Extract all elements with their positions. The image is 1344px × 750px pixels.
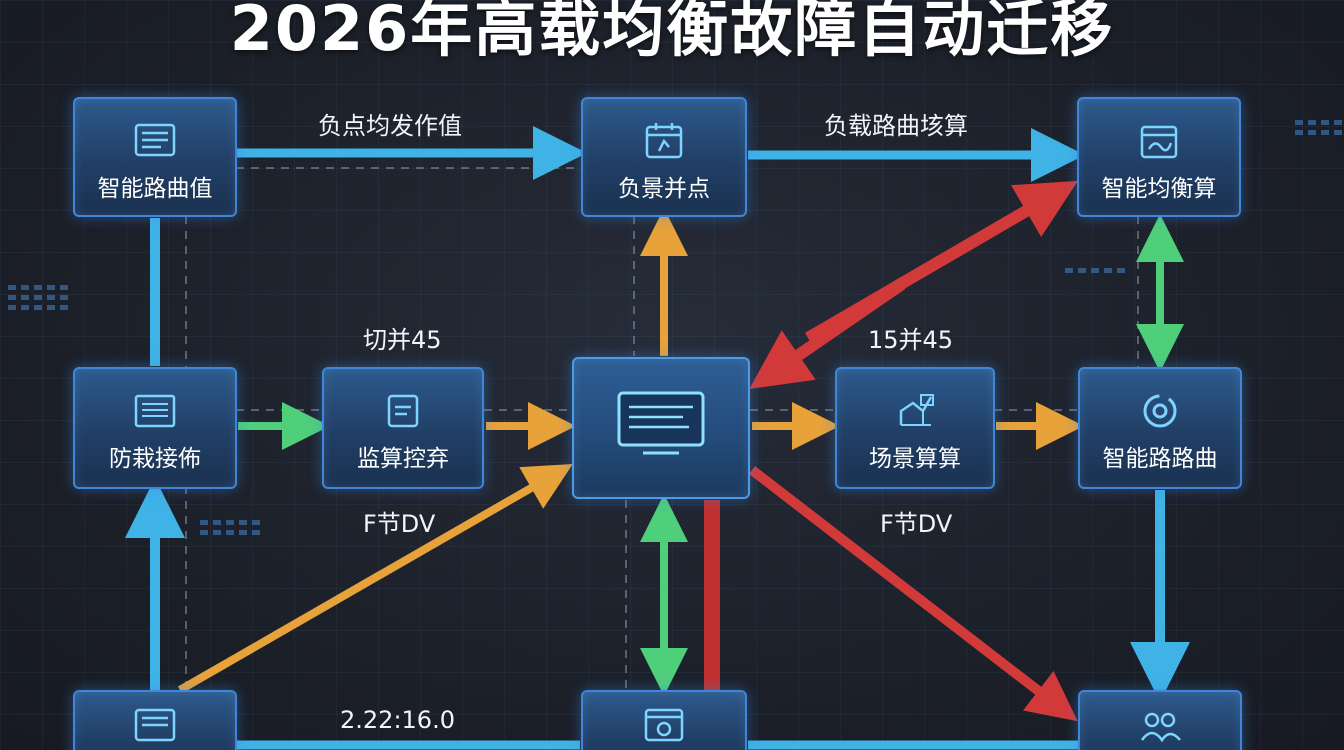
edge-label-mid-right-upper: 15并45	[868, 326, 954, 354]
decor-dots-right	[1295, 120, 1344, 135]
edge-label-bottom-left-mid: 2.22:16.0	[340, 706, 455, 734]
node-mid-right-label: 智能路路曲	[1102, 446, 1218, 472]
document-icon	[387, 394, 419, 428]
form-icon	[134, 394, 176, 428]
node-mid-monitor[interactable]: 监算控弃	[322, 367, 484, 489]
edge-label-mid-left-lower: F节DV	[363, 510, 436, 538]
decor-dots-mid-right	[1065, 268, 1125, 273]
node-mid-scene[interactable]: 场景算算	[835, 367, 995, 489]
node-top-left[interactable]: 智能路曲值	[73, 97, 237, 217]
node-top-mid-label: 负景并点	[618, 176, 710, 202]
calendar-icon	[645, 123, 683, 159]
network-icon	[899, 394, 934, 426]
monitor-icon	[617, 391, 705, 455]
node-mid-left-label: 防栽接佈	[109, 446, 201, 472]
node-mid-monitor-label: 监算控弃	[357, 446, 449, 472]
diagram-title: 2026年高载均衡故障自动迁移	[229, 0, 1115, 65]
node-mid-left[interactable]: 防栽接佈	[73, 367, 237, 489]
decor-dots-lower-left	[200, 520, 260, 535]
list-icon	[134, 123, 176, 157]
target-icon	[1143, 394, 1177, 428]
browser-icon	[644, 708, 684, 742]
users-icon	[1140, 712, 1181, 743]
arrow-bottom-left-to-center	[178, 464, 573, 694]
node-top-mid[interactable]: 负景并点	[581, 97, 747, 217]
node-mid-scene-label: 场景算算	[869, 446, 961, 472]
decor-dots-left	[8, 285, 68, 310]
balance-icon	[1140, 125, 1178, 159]
arrow-red-to-center	[749, 279, 906, 389]
arrow-red-to-bottom-right	[748, 466, 1078, 722]
edge-label-top-left-mid: 负点均发作值	[318, 112, 462, 140]
node-bottom-mid[interactable]	[581, 690, 747, 750]
edge-label-mid-left-upper: 切并45	[363, 326, 442, 354]
list-icon	[134, 708, 176, 742]
node-bottom-left[interactable]	[73, 690, 237, 750]
node-top-right[interactable]: 智能均衡算	[1077, 97, 1241, 217]
edge-label-top-mid-right: 负载路曲垓算	[824, 112, 968, 140]
node-mid-right[interactable]: 智能路路曲	[1078, 367, 1242, 489]
node-top-right-label: 智能均衡算	[1101, 176, 1217, 202]
node-center-hub[interactable]	[572, 357, 750, 499]
edge-label-mid-right-lower: F节DV	[880, 510, 953, 538]
node-top-left-label: 智能路曲值	[97, 176, 213, 202]
node-bottom-right[interactable]	[1078, 690, 1242, 750]
